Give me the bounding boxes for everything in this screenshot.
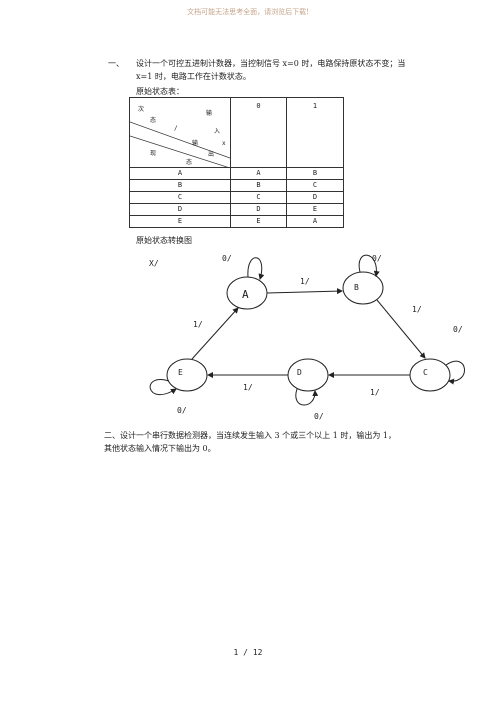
problem2-line2: 其他状态输入情况下输出为 0。 — [104, 444, 216, 453]
diagonal-lines — [130, 121, 230, 168]
state-label-a: A — [242, 288, 249, 301]
self-loop-label-e: 0/ — [177, 406, 187, 415]
row-state: D — [129, 203, 231, 216]
row-state: A — [129, 167, 231, 180]
state-label-b: B — [354, 283, 359, 292]
edge-b-to-c — [376, 299, 426, 359]
legend-label: X/ — [149, 259, 159, 268]
row-next-x1: C — [286, 179, 344, 192]
self-loop-c — [445, 360, 465, 385]
table-row: A A B — [129, 167, 344, 180]
edge-e-to-a — [191, 307, 239, 360]
state-node-e — [166, 358, 208, 392]
row-next-x0: E — [230, 215, 287, 228]
state-node-b — [342, 271, 384, 305]
row-state: E — [129, 215, 231, 228]
state-table-caption: 原始状态表： — [136, 87, 184, 96]
diagram-caption: 原始状态转换图 — [136, 236, 192, 245]
state-label-e: E — [178, 368, 183, 377]
row-state: B — [129, 179, 231, 192]
state-node-c — [409, 358, 451, 392]
self-loop-a — [247, 257, 265, 280]
hdr-slash: / — [174, 125, 178, 132]
state-diagram: X/ A B C D E 1/ 1/ 1/ 1/ 1/ 0/ 0/ 0/ 0/ … — [149, 254, 465, 421]
hdr-next-1: 次 — [138, 106, 145, 113]
self-loop-label-b: 0/ — [372, 254, 382, 263]
edge-label-a-to-b: 1/ — [300, 277, 310, 286]
hdr-input-2: 入 — [214, 128, 221, 135]
self-loop-label-a: 0/ — [222, 254, 232, 263]
self-loop-b — [358, 254, 380, 277]
hdr-input-1: 输 — [206, 110, 213, 117]
table-row: B B C — [129, 179, 344, 192]
hdr-present-1: 现 — [150, 150, 157, 157]
col-header-0: 0 — [230, 97, 287, 168]
hdr-output-2: 出 — [208, 151, 215, 158]
edge-label-c-to-d: 1/ — [370, 388, 380, 397]
problem1-line2: x=1 时，电路工作在计数状态。 — [136, 72, 251, 81]
edge-label-b-to-c: 1/ — [412, 305, 422, 314]
table-row: D D E — [129, 203, 344, 216]
page-number: 1 / 12 — [233, 648, 263, 657]
state-label-d: D — [297, 368, 302, 377]
hdr-next-2: 态 — [150, 117, 157, 124]
row-next-x1: A — [286, 215, 344, 228]
state-table: 次 态 / 输 入 x 输 出 现 态 0 1 A A B B B C C C … — [129, 97, 344, 228]
edge-label-d-to-e: 1/ — [243, 383, 253, 392]
state-node-d — [287, 358, 329, 392]
table-row: C C D — [129, 191, 344, 204]
row-next-x0: C — [230, 191, 287, 204]
hdr-present-2: 态 — [186, 159, 193, 166]
problem1-line1: 设计一个可控五进制计数器，当控制信号 x=0 时，电路保持原状态不变；当 — [136, 59, 406, 68]
row-next-x1: E — [286, 203, 344, 216]
self-loop-label-d: 0/ — [314, 412, 324, 421]
row-next-x1: B — [286, 167, 344, 180]
row-next-x1: D — [286, 191, 344, 204]
problem2-line1: 二、设计一个串行数据检测器，当连续发生输入 3 个或三个以上 1 时，输出为 1… — [104, 431, 396, 440]
hdr-input-x: x — [222, 140, 226, 147]
self-loop-d — [295, 388, 319, 406]
watermark: 文档可能无法思考全面，请浏览后下载! — [187, 8, 309, 16]
row-next-x0: B — [230, 179, 287, 192]
state-label-c: C — [423, 368, 428, 377]
self-loop-e — [149, 379, 177, 396]
col-header-1: 1 — [286, 97, 344, 168]
edge-label-e-to-a: 1/ — [193, 320, 203, 329]
row-state: C — [129, 191, 231, 204]
self-loop-label-c: 0/ — [453, 325, 463, 334]
row-next-x0: D — [230, 203, 287, 216]
problem1-number: 一、 — [108, 59, 124, 68]
table-header-diagonal: 次 态 / 输 入 x 输 出 现 态 — [129, 97, 231, 168]
table-row: E E A — [129, 215, 344, 228]
row-next-x0: A — [230, 167, 287, 180]
hdr-output-1: 输 — [192, 140, 199, 147]
edge-a-to-b — [266, 288, 343, 295]
